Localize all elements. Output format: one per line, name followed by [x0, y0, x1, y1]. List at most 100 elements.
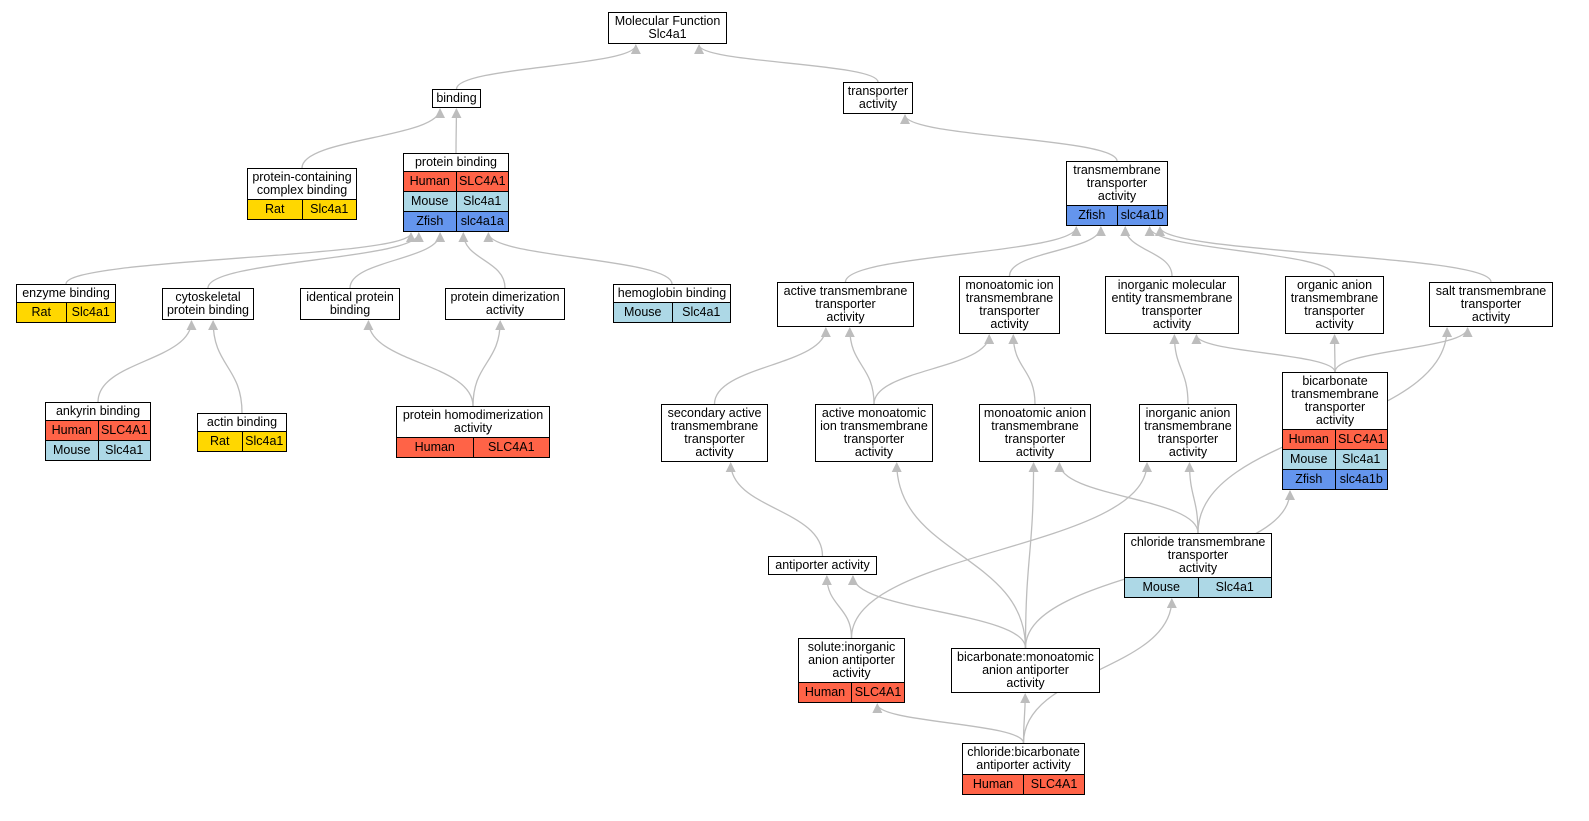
- species-label: Rat: [210, 434, 230, 448]
- gene-label: SLC4A1: [455, 172, 509, 191]
- go-term-node: bicarbonate:monoatomic anion antiporter …: [951, 648, 1100, 693]
- go-term-label: monoatomic anion transmembrane transport…: [983, 406, 1087, 459]
- gene-label: Slc4a1: [65, 303, 116, 322]
- go-term-node: salt transmembrane transporter activity: [1429, 282, 1553, 327]
- species-label: Mouse: [623, 305, 662, 319]
- go-term-node: transporter activity: [843, 82, 913, 114]
- go-term-node: monoatomic anion transmembrane transport…: [979, 404, 1091, 462]
- edge-arrow: [97, 320, 197, 403]
- species-label: Zfish: [1295, 472, 1323, 486]
- edge-arrow: [458, 232, 506, 289]
- edge-arrow: [1054, 462, 1199, 534]
- edge-arrow: [872, 703, 1025, 744]
- species-label: Human: [1288, 432, 1329, 446]
- species-label: Mouse: [1289, 452, 1328, 466]
- gene-label: SLC4A1: [472, 438, 550, 457]
- go-term-node: active monoatomic ion transmembrane tran…: [815, 404, 933, 462]
- species-gene-row: Mouse Slc4a1: [614, 302, 730, 322]
- go-term-label: protein binding: [414, 155, 497, 169]
- gene-label: Slc4a1: [241, 432, 287, 451]
- go-term-label: secondary active transmembrane transport…: [667, 406, 762, 459]
- species-label: Rat: [265, 202, 285, 216]
- go-term-node: solute:inorganic anion antiporter activi…: [798, 638, 905, 703]
- go-term-label: protein dimerization activity: [450, 290, 560, 317]
- gene-label: Slc4a1: [301, 200, 357, 219]
- go-term-label: enzyme binding: [22, 286, 110, 300]
- edge-arrow: [1191, 334, 1336, 373]
- go-term-node: antiporter activity: [768, 556, 877, 575]
- edge-arrow: [821, 575, 853, 639]
- edge-arrow: [483, 232, 673, 285]
- species-gene-row: Human SLC4A1: [404, 171, 508, 191]
- go-term-label: transporter activity: [847, 84, 909, 111]
- go-term-node: bicarbonate transmembrane transporter ac…: [1282, 372, 1388, 490]
- go-term-label: inorganic molecular entity transmembrane…: [1111, 278, 1233, 331]
- go-term-node: protein dimerization activity: [445, 288, 565, 320]
- gene-label: slc4a1b: [1334, 470, 1388, 489]
- go-term-label: active transmembrane transporter activit…: [783, 284, 908, 324]
- edge-arrow: [900, 114, 1118, 162]
- gene-label: slc4a1b: [1116, 206, 1168, 225]
- go-term-node: identical protein binding: [300, 288, 400, 320]
- gene-label: Slc4a1: [97, 441, 151, 460]
- go-term-label: organic anion transmembrane transporter …: [1290, 278, 1379, 331]
- species-gene-row: Human SLC4A1: [397, 437, 549, 457]
- edge-arrow: [844, 327, 875, 405]
- edge-arrow: [873, 334, 995, 405]
- go-term-label: antiporter activity: [775, 558, 870, 572]
- go-term-label: identical protein binding: [306, 290, 394, 317]
- species-label: Rat: [31, 305, 51, 319]
- species-gene-row: Rat Slc4a1: [248, 199, 356, 219]
- go-term-label: cytoskeletal protein binding: [166, 290, 249, 317]
- go-term-label: salt transmembrane transporter activity: [1435, 284, 1547, 324]
- go-term-label: ankyrin binding: [55, 404, 141, 418]
- species-label: Zfish: [416, 214, 444, 228]
- go-term-label: monoatomic ion transmembrane transporter…: [965, 278, 1054, 331]
- gene-label: SLC4A1: [851, 683, 904, 702]
- edge-arrow: [1024, 462, 1039, 649]
- go-term-label: solute:inorganic anion antiporter activi…: [807, 640, 896, 680]
- species-gene-row: Zfish slc4a1b: [1283, 469, 1387, 489]
- go-term-node: cytoskeletal protein binding: [162, 288, 254, 320]
- species-label: Human: [414, 440, 455, 454]
- species-label: Mouse: [410, 194, 449, 208]
- edge-arrow: [725, 462, 824, 557]
- species-label: Mouse: [52, 443, 91, 457]
- species-gene-row: Rat Slc4a1: [17, 302, 115, 322]
- gene-label: SLC4A1: [1334, 430, 1388, 449]
- edge-arrow: [301, 108, 445, 169]
- species-label: Human: [409, 174, 450, 188]
- gene-label: Slc4a1: [671, 303, 731, 322]
- edge-arrow: [208, 320, 243, 414]
- edge-arrow: [1120, 226, 1173, 277]
- gene-label: SLC4A1: [97, 421, 151, 440]
- species-gene-row: Human SLC4A1: [799, 682, 904, 702]
- go-term-node: inorganic anion transmembrane transporte…: [1139, 404, 1237, 462]
- gene-label: Slc4a1: [1197, 578, 1272, 597]
- edge-arrow: [1144, 226, 1336, 277]
- go-term-node: organic anion transmembrane transporter …: [1285, 276, 1384, 334]
- species-label: Zfish: [1078, 208, 1106, 222]
- gene-label: slc4a1a: [455, 212, 509, 231]
- edge-arrow: [891, 462, 1027, 649]
- go-term-node: secondary active transmembrane transport…: [661, 404, 768, 462]
- edge-arrow: [207, 232, 424, 289]
- species-gene-row: Zfish slc4a1a: [404, 211, 508, 231]
- edge-arrow: [1334, 327, 1473, 373]
- edge-arrow: [844, 226, 1082, 283]
- edge-arrow: [1008, 334, 1036, 405]
- edge-arrow: [694, 44, 879, 83]
- go-term-label: actin binding: [206, 415, 278, 429]
- species-gene-row: Zfish slc4a1b: [1067, 205, 1167, 225]
- species-label: Human: [804, 685, 846, 699]
- go-term-label: bicarbonate transmembrane transporter ac…: [1291, 374, 1379, 427]
- species-label: Human: [972, 777, 1014, 791]
